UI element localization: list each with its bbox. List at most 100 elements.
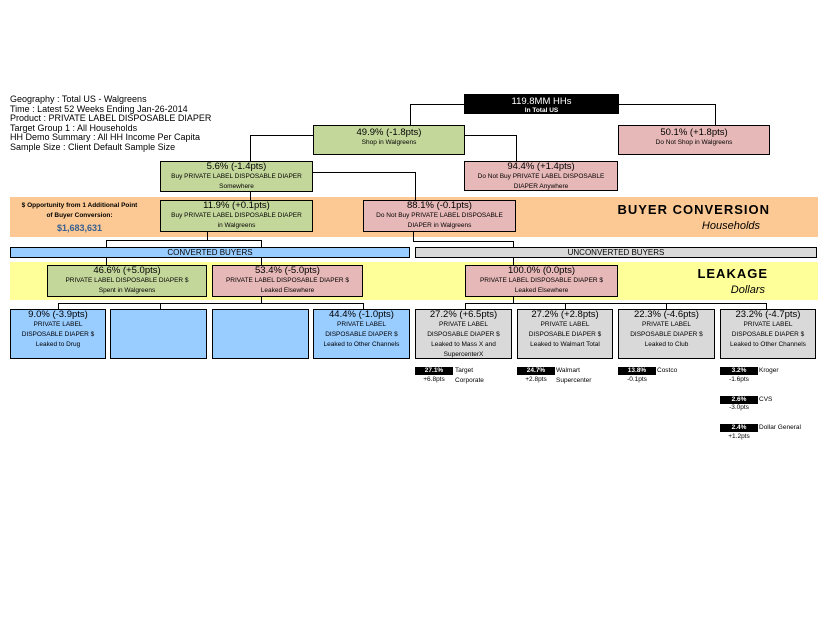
node-leaked-elsewhere-unconverted: 100.0% (0.0pts)PRIVATE LABEL DISPOSABLE … — [465, 265, 618, 297]
node-label: Leaked to Other Channels — [730, 341, 806, 348]
node-label: Buy PRIVATE LABEL DISPOSABLE DIAPER — [171, 212, 302, 219]
node-leaked-elsewhere-converted: 53.4% (-5.0pts)PRIVATE LABEL DISPOSABLE … — [212, 265, 363, 297]
node-label: Leaked to Club — [644, 341, 689, 348]
node-label: PRIVATE LABEL — [439, 321, 488, 328]
filter-geography: Geography : Total US - Walgreens — [10, 94, 147, 104]
connector — [160, 303, 161, 309]
node-label: DISPOSABLE DIAPER $ — [630, 331, 703, 338]
retailer-share: 2.4% — [720, 424, 758, 432]
connector — [766, 303, 767, 309]
retailer-name: Costco — [657, 367, 678, 374]
filter-time: Time : Latest 52 Weeks Ending Jan-26-201… — [10, 103, 188, 114]
retailer-name: CVS — [759, 396, 773, 403]
connector — [207, 232, 208, 240]
retailer-name-line: Corporate — [455, 377, 484, 384]
node-value: 88.1% (-0.1pts) — [407, 200, 472, 211]
connector — [413, 232, 414, 241]
connector — [250, 192, 251, 200]
node-value: 50.1% (+1.8pts) — [660, 127, 728, 138]
retailer-share: 13.8% — [618, 367, 656, 375]
node-value: 27.2% (+2.8pts) — [531, 309, 599, 320]
node-label: DIAPER Anywhere — [513, 183, 569, 190]
node-label: Buy PRIVATE LABEL DISPOSABLE DIAPER — [171, 173, 302, 180]
node-value: 5.6% (-1.4pts) — [206, 161, 267, 172]
connector — [565, 303, 566, 309]
node-label: in Walgreens — [217, 222, 256, 229]
node-label: Somewhere — [219, 183, 254, 190]
node-not-buy-anywhere: 94.4% (+1.4pts)Do Not Buy PRIVATE LABEL … — [464, 161, 618, 191]
node-value: 53.4% (-5.0pts) — [255, 265, 320, 276]
connector — [413, 241, 513, 242]
filter-sample-size: Sample Size : Client Default Sample Size — [10, 141, 176, 152]
opportunity-line1: $ Opportunity from 1 Additional Point — [21, 202, 138, 209]
node-value: 46.6% (+5.0pts) — [93, 265, 161, 276]
connector — [465, 303, 466, 309]
retailer-name: Dollar General — [759, 424, 801, 431]
retailer-name-line: Target — [455, 367, 474, 374]
connector — [410, 104, 411, 125]
node-value: 44.4% (-1.0pts) — [329, 309, 394, 320]
connector — [250, 135, 313, 136]
node-label: DISPOSABLE DIAPER $ — [325, 331, 398, 338]
leakage-subtitle: Dollars — [730, 284, 765, 296]
node-spent-in-walgreens: 46.6% (+5.0pts)PRIVATE LABEL DISPOSABLE … — [47, 265, 207, 297]
node-empty — [212, 309, 309, 359]
connector — [513, 297, 514, 303]
node-label: PRIVATE LABEL — [743, 321, 793, 328]
node-label: DISPOSABLE DIAPER $ — [21, 331, 95, 338]
leakage-title: LEAKAGE — [697, 266, 768, 281]
node-label: Shop in Walgreens — [361, 139, 417, 146]
connector — [410, 104, 464, 105]
connector — [666, 303, 667, 309]
node-label: Leaked to Walmart Total — [530, 341, 600, 348]
retailer-share: 2.6% — [720, 396, 758, 404]
node-label: PRIVATE LABEL DISPOSABLE DIAPER $ — [65, 277, 189, 284]
retailer-share: 3.2% — [720, 367, 758, 375]
connector — [513, 241, 514, 247]
opportunity-line2: of Buyer Conversion: — [46, 212, 113, 219]
filter-product: Product : PRIVATE LABEL DISPOSABLE DIAPE… — [10, 113, 212, 124]
retailer-delta: -1.6pts — [729, 376, 749, 383]
connector — [106, 240, 262, 241]
opportunity-value: $1,683,631 — [56, 223, 103, 233]
connector — [415, 172, 416, 200]
retailer-delta: -3.0pts — [729, 404, 749, 411]
unconverted-buyers-header: UNCONVERTED BUYERS — [415, 247, 817, 258]
node-value: 9.0% (-3.9pts) — [28, 309, 88, 320]
connector — [465, 303, 766, 304]
node-leaked-to-other-channels-converted: 44.4% (-1.0pts)PRIVATE LABEL DISPOSABLE D… — [313, 309, 410, 359]
retailer-name-line: Walmart — [556, 367, 580, 374]
node-label: PRIVATE LABEL — [337, 321, 386, 328]
buyer-conversion-subtitle: Households — [701, 220, 760, 232]
connector — [516, 135, 517, 161]
filter-target-group: Target Group 1 : All Households — [10, 122, 138, 133]
node-label: DISPOSABLE DIAPER $ — [427, 331, 500, 338]
connector — [58, 303, 59, 309]
node-label: In Total US — [524, 107, 559, 114]
node-label: PRIVATE LABEL — [33, 321, 83, 328]
retailer-share: 24.7% — [517, 367, 555, 375]
node-label: Do Not Buy PRIVATE LABEL DISPOSABLE — [477, 173, 605, 180]
node-value: 119.8MM HHs — [511, 96, 572, 107]
node-label: PRIVATE LABEL DISPOSABLE DIAPER $ — [225, 277, 350, 284]
retailer-name: Kroger — [759, 367, 779, 374]
node-label: PRIVATE LABEL — [540, 321, 590, 328]
node-label: Leaked to Drug — [35, 341, 81, 348]
connector — [106, 240, 107, 247]
connector — [313, 172, 415, 173]
node-leaked-to-drug: 9.0% (-3.9pts)PRIVATE LABEL DISPOSABLE DI… — [10, 309, 106, 359]
node-label: DIAPER in Walgreens — [407, 222, 472, 229]
node-empty — [110, 309, 207, 359]
node-not-shop-walgreens: 50.1% (+1.8pts)Do Not Shop in Walgreens — [618, 125, 770, 155]
node-label: Leaked to Mass X and — [431, 341, 496, 348]
node-value: 49.9% (-1.8pts) — [356, 127, 422, 138]
node-label: Leaked Elsewhere — [260, 287, 315, 294]
node-label: Leaked to Other Channels — [323, 341, 400, 348]
node-label: Leaked Elsewhere — [514, 287, 569, 294]
connector — [58, 303, 364, 304]
